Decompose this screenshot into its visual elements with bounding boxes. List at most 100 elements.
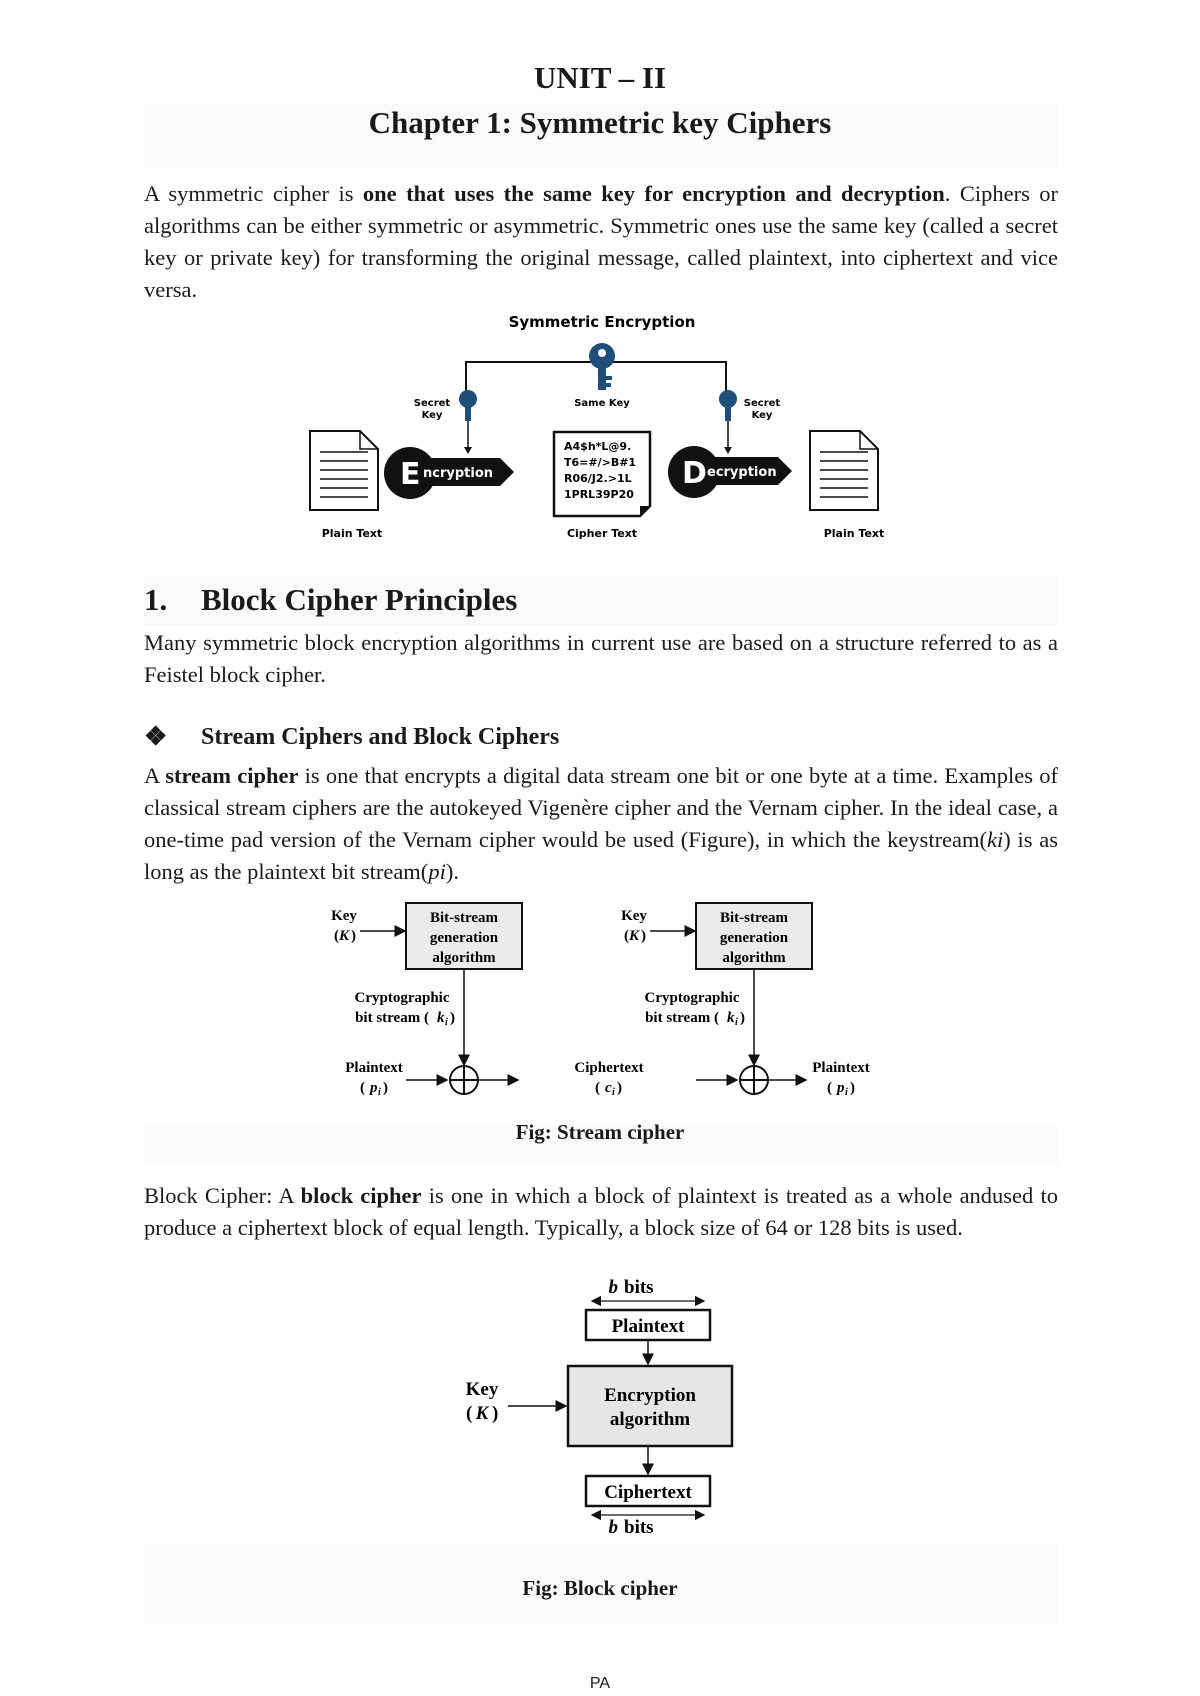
symmetric-encryption-figure: Symmetric Encryption Same Key Secret Key… <box>282 306 922 550</box>
crypto-paren-left: ) <box>450 1010 455 1026</box>
plain-paren-open-right: ( <box>827 1080 832 1096</box>
stream-paragraph: A stream cipher is one that encrypts a d… <box>144 760 1058 888</box>
cipher-line-1: A4$h*L@9. <box>564 440 631 453</box>
diamond-bullet-icon: ❖ <box>144 722 168 751</box>
intro-paragraph: A symmetric cipher is one that uses the … <box>144 178 1058 306</box>
chapter-band <box>144 103 1058 169</box>
xor-right-icon <box>739 1065 769 1095</box>
bitstream-box-left <box>405 902 523 970</box>
box-right-1: Bit-stream <box>720 910 789 926</box>
encryption-rest: ncryption <box>423 466 493 481</box>
key-paren-open-right: ( <box>624 928 629 944</box>
b-label-bottom: b <box>609 1517 619 1537</box>
key-paren-close-right: ) <box>641 928 646 944</box>
enc-label-1: Encryption <box>604 1385 696 1406</box>
block-key-label: Key <box>466 1379 499 1400</box>
crypto-sym-right: k <box>727 1010 735 1026</box>
box-left-3: algorithm <box>432 950 496 966</box>
ciphertext-box-label: Ciphertext <box>604 1482 692 1503</box>
box-right-2: generation <box>720 930 789 946</box>
stream-cipher-figure: Key ( K ) Bit-stream generation algorith… <box>320 895 880 1105</box>
ciphertext-box <box>584 1474 712 1508</box>
block-fig-band <box>144 1545 1058 1625</box>
crypto-right-2: bit stream ( <box>645 1010 719 1026</box>
enc-label-2: algorithm <box>610 1409 690 1430</box>
intro-text-c: . Ciphers or algorithms can be either sy… <box>144 181 1058 302</box>
section1-paragraph: Many symmetric block encryption algorith… <box>144 630 1058 687</box>
block-key-paren-open: ( <box>466 1403 472 1424</box>
symmetric-diagram: Symmetric Encryption Same Key Secret Key… <box>309 313 884 540</box>
stream-text-pi: pi <box>428 859 446 884</box>
block-cipher-figure: b bits Plaintext Encryption algorithm Ke… <box>452 1275 752 1538</box>
same-key-label: Same Key <box>574 398 630 409</box>
b-label-top: b <box>609 1277 619 1298</box>
section-band <box>144 576 1058 626</box>
key-label-left: Key <box>331 908 357 924</box>
stream-text-e: ). <box>445 859 459 884</box>
plain-sub-left: i <box>378 1087 381 1098</box>
secret-key-left-1: Secret <box>414 398 451 409</box>
key-paren-open-left: ( <box>334 928 339 944</box>
encryption-box <box>566 1364 734 1448</box>
plaintext-label-right: Plaintext <box>812 1060 870 1076</box>
decryption-key-shape: D ecryption <box>668 446 792 498</box>
cipher-sub: i <box>612 1087 615 1098</box>
page-footer: PA <box>589 1675 611 1692</box>
stream-text-c: is one that encrypts a digital data stre… <box>144 763 1058 852</box>
unit-heading: UNIT – II <box>533 60 667 95</box>
cipher-text-label: Cipher Text <box>567 527 637 540</box>
crypto-paren-right: ) <box>740 1010 745 1026</box>
plain-sym-left: p <box>368 1080 378 1096</box>
xor-left-icon <box>449 1065 479 1095</box>
block-text-c: is one in which a block of plaintext is … <box>144 1183 1058 1240</box>
secret-key-right-2: Key <box>752 410 773 421</box>
intro-text-bold: one that uses the same key for encryptio… <box>362 181 945 206</box>
block-key-sym: K <box>475 1403 490 1424</box>
block-cipher-paragraph: Block Cipher: A block cipher is one in w… <box>144 1180 1058 1244</box>
bits-label-bottom: bits <box>624 1517 654 1537</box>
block-diagram: b bits Plaintext Encryption algorithm Ke… <box>466 1277 734 1538</box>
box-left-1: Bit-stream <box>430 910 499 926</box>
section-number: 1. <box>144 582 168 617</box>
cipher-line-3: R06/J2.>1L <box>564 472 632 485</box>
cipher-sym: c <box>605 1080 612 1096</box>
stream-diagram: Key ( K ) Bit-stream generation algorith… <box>331 902 870 1098</box>
chapter-title: Chapter 1: Symmetric key Ciphers <box>368 105 832 140</box>
stream-encrypt-diagram: Key ( K ) Bit-stream generation algorith… <box>331 902 523 1098</box>
cipher-line-4: 1PRL39P20 <box>564 488 634 501</box>
crypto-sub-left: i <box>445 1017 448 1028</box>
plain-text-left-doc-icon <box>309 430 379 511</box>
crypto-left-1: Cryptographic <box>355 990 450 1006</box>
secret-key-right-icon <box>719 390 737 421</box>
subsection-title: Stream Ciphers and Block Ciphers <box>201 724 560 750</box>
ciphertext-label: Ciphertext <box>574 1060 643 1076</box>
crypto-left-2: bit stream ( <box>355 1010 429 1026</box>
plain-paren-close-right: ) <box>850 1080 855 1096</box>
plain-text-left-label: Plain Text <box>322 527 383 540</box>
sym-title: Symmetric Encryption <box>509 313 696 331</box>
bits-label-top: bits <box>624 1277 654 1298</box>
section-title: Block Cipher Principles <box>201 582 518 617</box>
encryption-letter: E <box>400 457 421 492</box>
key-sym-right: K <box>628 928 640 944</box>
box-left-2: generation <box>430 930 499 946</box>
encryption-key-shape: E ncryption <box>384 447 514 499</box>
plain-sym-right: p <box>835 1080 845 1096</box>
plain-sub-right: i <box>845 1087 848 1098</box>
stream-text-bold: stream cipher <box>165 763 299 788</box>
block-text-bold: block cipher <box>300 1183 422 1208</box>
cipher-paren-open: ( <box>595 1080 600 1096</box>
block-key-paren-close: ) <box>492 1403 498 1424</box>
cipher-paren-close: ) <box>617 1080 622 1096</box>
stream-decrypt-diagram: Key ( K ) Bit-stream generation algorith… <box>574 902 870 1098</box>
stream-text-a: A <box>144 763 166 788</box>
stream-text-d: ) is as long as the plaintext bit stream… <box>144 827 1058 884</box>
secret-key-left-icon <box>459 390 477 421</box>
decryption-rest: ecryption <box>707 465 777 480</box>
plaintext-box <box>584 1308 712 1342</box>
plain-paren-open-left: ( <box>360 1080 365 1096</box>
plaintext-label-left: Plaintext <box>345 1060 403 1076</box>
plain-text-right-doc-icon <box>809 430 879 511</box>
intro-text-a: A symmetric cipher is <box>144 181 363 206</box>
plaintext-box-label: Plaintext <box>612 1316 685 1337</box>
